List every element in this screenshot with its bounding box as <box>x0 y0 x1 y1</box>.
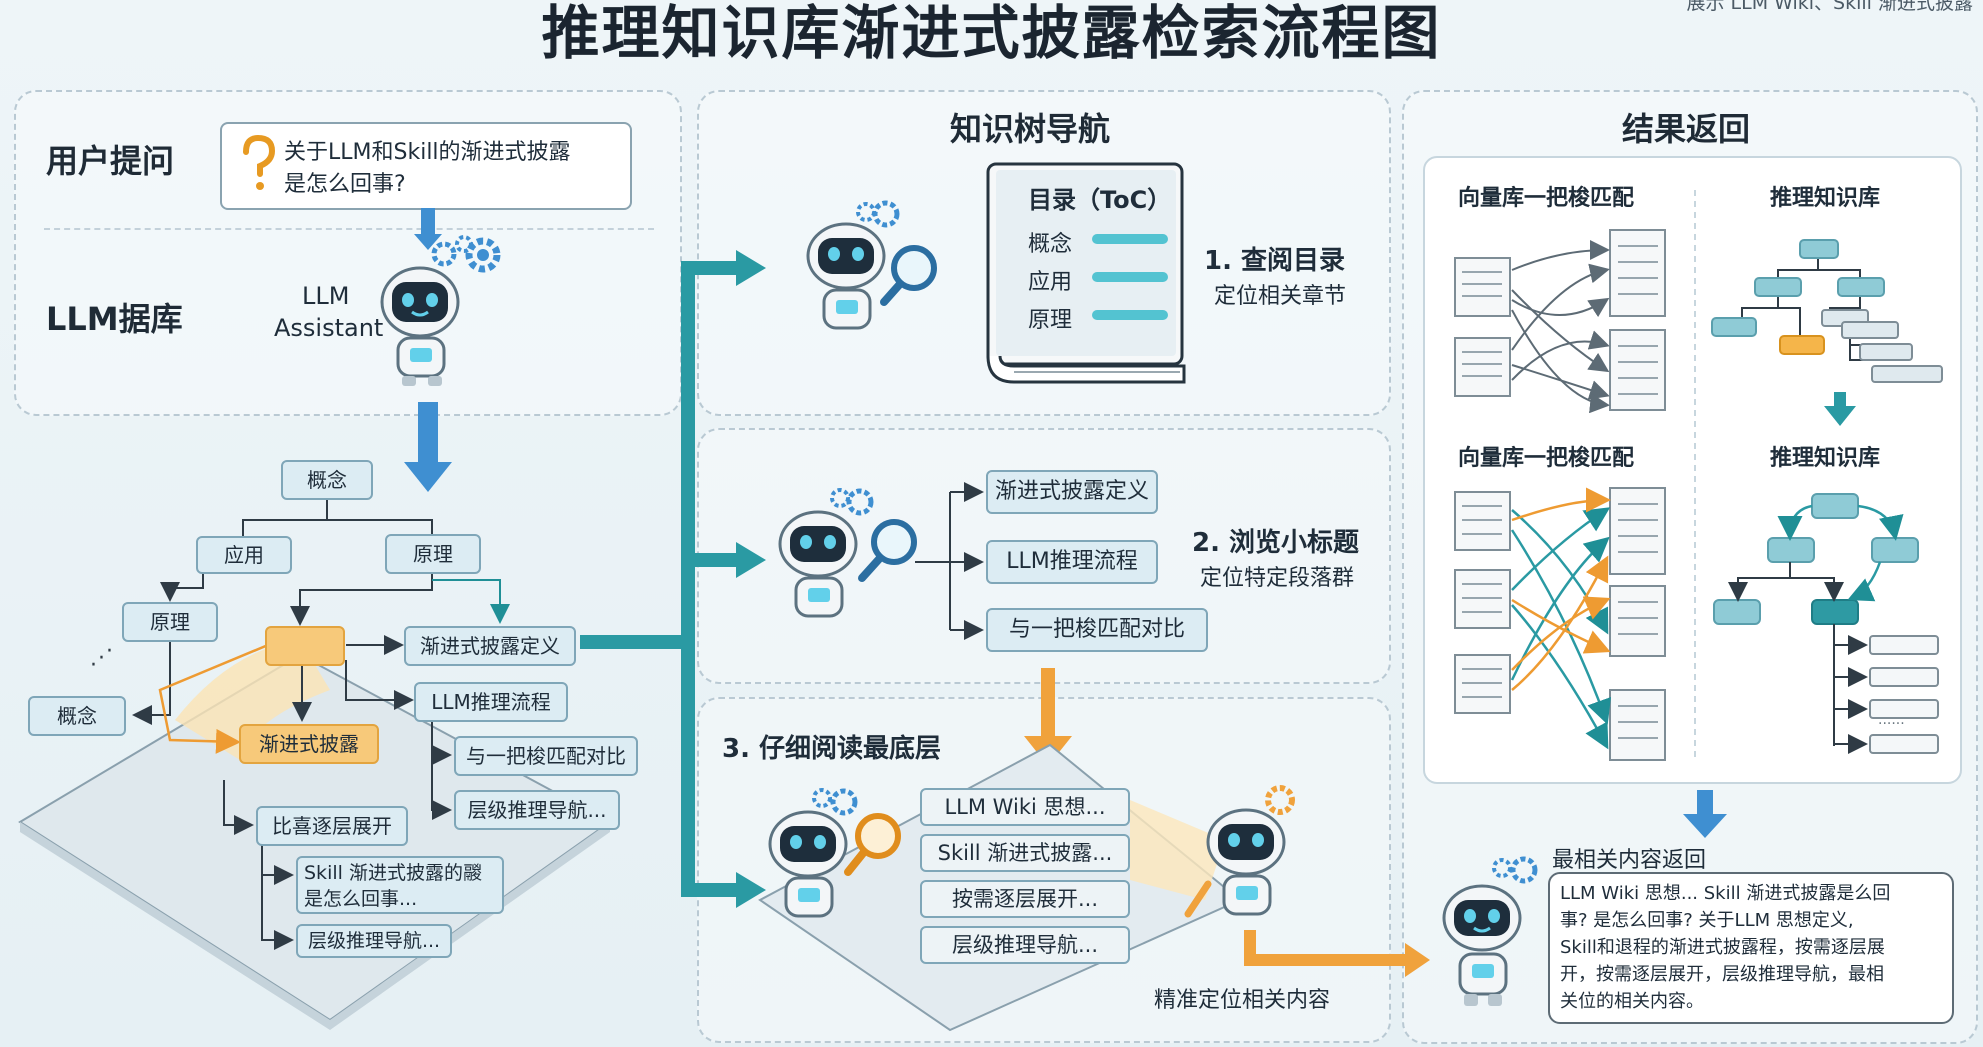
assistant-label-1: LLM <box>302 282 350 310</box>
tree-node-concept-left: 概念 <box>28 696 126 736</box>
tree-node-hier: 层级推理导航... <box>454 790 620 830</box>
step2-sub: 定位特定段落群 <box>1200 566 1355 591</box>
kb-label-bottom: 推理知识库 <box>1770 446 1881 471</box>
result-line-5: 关位的相关内容。 <box>1560 991 1704 1012</box>
question-line-1: 关于LLM和Skill的渐进式披露 <box>284 140 571 165</box>
svg-text:·: · <box>98 646 105 671</box>
document-icon <box>1454 229 1666 761</box>
kb-label-top: 推理知识库 <box>1770 186 1881 211</box>
book-icon <box>984 160 1190 390</box>
sub-item-1: 渐进式披露定义 <box>986 470 1158 514</box>
gear-icon <box>460 232 506 278</box>
robot-magnifier-toc <box>788 192 948 352</box>
llm-db-label: LLM据库 <box>46 300 183 338</box>
step3-title: 3. 仔细阅读最底层 <box>722 734 942 764</box>
toc-item-1: 概念 <box>1028 232 1073 257</box>
step1-title: 1. 查阅目录 <box>1204 246 1346 276</box>
result-line-4: 开，按需逐层展开，层级推理导航，最相 <box>1560 964 1884 985</box>
tree-node-compare: 与一把梭匹配对比 <box>454 736 638 776</box>
sub-item-2: LLM推理流程 <box>986 540 1158 584</box>
right-heading: 结果返回 <box>1622 110 1751 148</box>
panel-divider <box>44 228 654 230</box>
tree-node-progressive: 渐进式披露 <box>239 724 379 764</box>
tree-node-skill-line-2: 是怎么回事... <box>304 888 418 910</box>
corner-note: 展示 LLM Wiki、Skill 渐进式披露 <box>1686 0 1973 14</box>
toc-title: 目录（ToC） <box>1028 186 1172 214</box>
read-item-4: 层级推理导航... <box>920 926 1130 964</box>
vec-label-bottom: 向量库一把梭匹配 <box>1458 446 1635 471</box>
tree-node-expand: 比喜逐层展开 <box>256 806 408 846</box>
vec-label-top: 向量库一把梭匹配 <box>1458 186 1635 211</box>
result-line-1: LLM Wiki 思想... Skill 渐进式披露是么回 <box>1560 883 1891 904</box>
tree-node-concept-top: 概念 <box>281 460 373 500</box>
read-item-1: LLM Wiki 思想... <box>920 788 1130 826</box>
read-item-3: 按需逐层展开... <box>920 880 1130 918</box>
robot-result <box>1428 848 1548 1018</box>
robot-icon <box>372 230 482 390</box>
tree-node-skill: Skill 渐进式披露的鬷 是怎么回事... <box>296 856 504 914</box>
svg-text:·: · <box>106 639 113 664</box>
result-label: 最相关内容返回 <box>1552 848 1707 873</box>
read-item-2: Skill 渐进式披露... <box>920 834 1130 872</box>
tree-node-app: 应用 <box>196 536 292 574</box>
tree-node-principle-left: 原理 <box>122 602 218 642</box>
user-question-label: 用户提问 <box>46 142 175 180</box>
dots-label: ...... <box>1878 712 1905 728</box>
result-line-2: 事? 是怎么回事? 关于LLM 思想定义, <box>1560 910 1854 931</box>
page-title: 推理知识库渐进式披露检索流程图 <box>541 0 1442 67</box>
tree-node-skill-line-1: Skill 渐进式披露的鬷 <box>304 862 482 884</box>
tree-node-highlight <box>265 626 345 666</box>
svg-text:·: · <box>90 653 97 678</box>
robot-pencil <box>1180 778 1310 938</box>
robot-magnifier-read <box>752 780 922 940</box>
sub-item-3: 与一把梭匹配对比 <box>986 608 1208 652</box>
tree-node-hier-2: 层级推理导航... <box>296 924 452 958</box>
question-mark-icon <box>238 134 278 194</box>
toc-item-3: 原理 <box>1028 308 1073 333</box>
locate-label: 精准定位相关内容 <box>1154 988 1331 1013</box>
step2-title: 2. 浏览小标题 <box>1192 528 1360 558</box>
middle-heading: 知识树导航 <box>950 110 1111 148</box>
robot-magnifier-subtitle <box>762 480 922 640</box>
tree-node-def: 渐进式披露定义 <box>404 626 576 666</box>
question-line-2: 是怎么回事? <box>284 172 406 197</box>
assistant-label-2: Assistant <box>274 314 384 342</box>
tree-node-principle-right: 原理 <box>385 534 481 574</box>
step1-sub: 定位相关章节 <box>1214 284 1347 309</box>
result-bubble: LLM Wiki 思想... Skill 渐进式披露是么回 事? 是怎么回事? … <box>1548 872 1954 1024</box>
tree-node-flow: LLM推理流程 <box>414 682 568 722</box>
toc-item-2: 应用 <box>1028 270 1073 295</box>
result-line-3: Skill和退程的渐进式披露程，按需逐层展 <box>1560 937 1885 958</box>
